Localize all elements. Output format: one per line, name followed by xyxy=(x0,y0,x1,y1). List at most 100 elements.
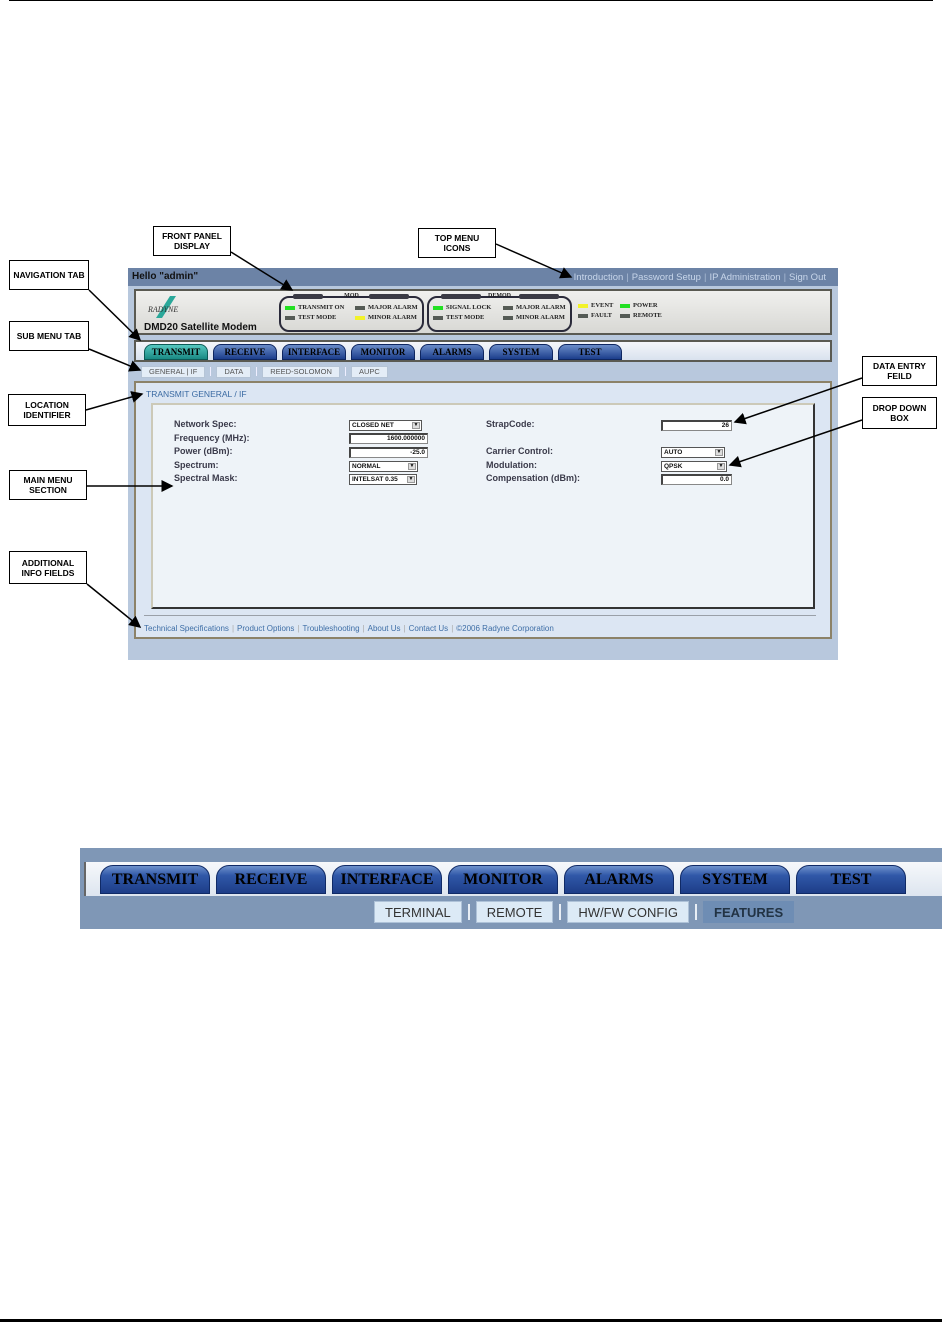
led-event: EVENT xyxy=(578,302,613,309)
detail-tab-system[interactable]: SYSTEM xyxy=(680,865,790,894)
footer-link-contact-us[interactable]: Contact Us xyxy=(408,624,449,633)
callout-main-menu-section: MAIN MENU SECTION xyxy=(9,470,87,500)
led-gray-icon xyxy=(285,315,295,320)
top-menu-password-setup[interactable]: Password Setup xyxy=(631,272,701,283)
carrier-control-select[interactable]: AUTO▼ xyxy=(661,447,725,458)
top-bar: Hello "admin" Introduction|Password Setu… xyxy=(128,268,838,286)
mod-title: MOD xyxy=(344,293,359,299)
callout-drop-down: DROP DOWN BOX xyxy=(862,397,937,429)
led-gray-icon xyxy=(503,305,513,310)
footer-link-about-us[interactable]: About Us xyxy=(367,624,401,633)
led-demod-major-alarm: MAJOR ALARM xyxy=(503,304,566,311)
label-strapcode: StrapCode: xyxy=(486,419,535,429)
page-bottom-rule xyxy=(0,1319,942,1322)
label-frequency: Frequency (MHz): xyxy=(174,433,250,443)
spectral-mask-select[interactable]: INTELSAT 0.35▼ xyxy=(349,474,417,485)
callout-location-identifier: LOCATION IDENTIFIER xyxy=(8,394,86,426)
divider xyxy=(559,904,562,920)
demod-led-group: DEMOD SIGNAL LOCK MAJOR ALARM TEST MODE … xyxy=(427,293,572,332)
callout-additional-info: ADDITIONAL INFO FIELDS xyxy=(9,551,87,584)
label-power: Power (dBm): xyxy=(174,446,233,456)
greeting: Hello "admin" xyxy=(132,271,199,282)
led-mod-test-mode: TEST MODE xyxy=(285,314,336,321)
network-spec-select[interactable]: CLOSED NET▼ xyxy=(349,420,422,431)
copyright: ©2006 Radyne Corporation xyxy=(456,624,554,633)
divider xyxy=(256,367,258,376)
divider xyxy=(210,367,212,376)
led-gray-icon xyxy=(578,313,588,318)
radyne-logo-icon xyxy=(156,296,176,318)
led-transmit-on: TRANSMIT ON xyxy=(285,304,344,311)
page-top-rule xyxy=(9,0,933,1)
footer-divider xyxy=(144,615,816,616)
modulation-select[interactable]: QPSK▼ xyxy=(661,461,727,472)
callout-data-entry: DATA ENTRY FEILD xyxy=(862,356,937,386)
callout-front-panel: FRONT PANEL DISPLAY xyxy=(153,226,231,256)
frequency-input[interactable]: 1600.000000 xyxy=(349,433,428,444)
label-compensation: Compensation (dBm): xyxy=(486,473,580,483)
nav-tab-system[interactable]: SYSTEM xyxy=(489,344,553,360)
front-panel-display: RADYNE DMD20 Satellite Modem MOD TRANSMI… xyxy=(134,289,832,335)
sub-menu-tabs: GENERAL | IF DATA REED-SOLOMON AUPC xyxy=(141,365,388,378)
top-menu-sign-out[interactable]: Sign Out xyxy=(789,272,826,283)
detail-tab-interface[interactable]: INTERFACE xyxy=(332,865,442,894)
nav-tab-test[interactable]: TEST xyxy=(558,344,622,360)
detail-tab-monitor[interactable]: MONITOR xyxy=(448,865,558,894)
spectrum-select[interactable]: NORMAL▼ xyxy=(349,461,418,472)
label-network-spec: Network Spec: xyxy=(174,419,237,429)
led-yellow-icon xyxy=(578,303,588,308)
led-signal-lock: SIGNAL LOCK xyxy=(433,304,491,311)
callout-top-menu: TOP MENU ICONS xyxy=(418,228,496,258)
led-green-icon xyxy=(620,303,630,308)
modem-web-ui: Hello "admin" Introduction|Password Setu… xyxy=(128,268,838,660)
callout-navigation-tab: NAVIGATION TAB xyxy=(9,260,89,290)
divider xyxy=(695,904,698,920)
sub-tab-aupc[interactable]: AUPC xyxy=(350,365,388,378)
nav-tab-interface[interactable]: INTERFACE xyxy=(282,344,346,360)
location-identifier: TRANSMIT GENERAL / IF xyxy=(146,389,247,399)
nav-tab-transmit[interactable]: TRANSMIT xyxy=(144,344,208,360)
led-demod-minor-alarm: MINOR ALARM xyxy=(503,314,565,321)
footer-link-technical-specifications[interactable]: Technical Specifications xyxy=(144,624,229,633)
detail-tab-receive[interactable]: RECEIVE xyxy=(216,865,326,894)
detail-sub-tab-terminal[interactable]: TERMINAL xyxy=(374,901,462,923)
led-gray-icon xyxy=(433,315,443,320)
logo-text: RADYNE xyxy=(148,305,179,314)
nav-tab-receive[interactable]: RECEIVE xyxy=(213,344,277,360)
led-gray-icon xyxy=(503,315,513,320)
nav-tab-alarms[interactable]: ALARMS xyxy=(420,344,484,360)
strapcode-input[interactable]: 26 xyxy=(661,420,732,431)
chevron-down-icon: ▼ xyxy=(408,463,416,470)
detail-sub-tab-hwfw-config[interactable]: HW/FW CONFIG xyxy=(567,901,690,923)
detail-tab-transmit[interactable]: TRANSMIT xyxy=(100,865,210,894)
label-spectral-mask: Spectral Mask: xyxy=(174,473,238,483)
sub-tab-reed-solomon[interactable]: REED-SOLOMON xyxy=(262,365,340,378)
led-yellow-icon xyxy=(355,315,365,320)
footer-link-troubleshooting[interactable]: Troubleshooting xyxy=(302,624,360,633)
navigation-detail-bar: TRANSMIT RECEIVE INTERFACE MONITOR ALARM… xyxy=(84,862,942,896)
navigation-detail: TRANSMIT RECEIVE INTERFACE MONITOR ALARM… xyxy=(80,848,942,929)
compensation-input[interactable]: 0.0 xyxy=(661,474,732,485)
divider xyxy=(344,367,346,376)
sub-tab-data[interactable]: DATA xyxy=(216,365,252,378)
led-fault: FAULT xyxy=(578,312,612,319)
top-menu-ip-administration[interactable]: IP Administration xyxy=(709,272,781,283)
additional-info-fields: Technical Specifications|Product Options… xyxy=(144,624,554,633)
led-mod-minor-alarm: MINOR ALARM xyxy=(355,314,417,321)
power-input[interactable]: -25.0 xyxy=(349,447,428,458)
led-green-icon xyxy=(285,305,295,310)
led-demod-test-mode: TEST MODE xyxy=(433,314,484,321)
detail-tab-test[interactable]: TEST xyxy=(796,865,906,894)
detail-sub-tab-features[interactable]: FEATURES xyxy=(703,901,795,923)
sub-tab-general-if[interactable]: GENERAL | IF xyxy=(141,365,206,378)
top-menu-introduction[interactable]: Introduction xyxy=(573,272,624,283)
chevron-down-icon: ▼ xyxy=(407,476,415,483)
detail-tab-alarms[interactable]: ALARMS xyxy=(564,865,674,894)
led-power: POWER xyxy=(620,302,658,309)
nav-tab-monitor[interactable]: MONITOR xyxy=(351,344,415,360)
detail-sub-tab-remote[interactable]: REMOTE xyxy=(475,901,554,923)
footer-link-product-options[interactable]: Product Options xyxy=(237,624,295,633)
led-gray-icon xyxy=(620,313,630,318)
chevron-down-icon: ▼ xyxy=(412,422,420,429)
main-menu-section: TRANSMIT GENERAL / IF Network Spec: CLOS… xyxy=(134,381,832,639)
